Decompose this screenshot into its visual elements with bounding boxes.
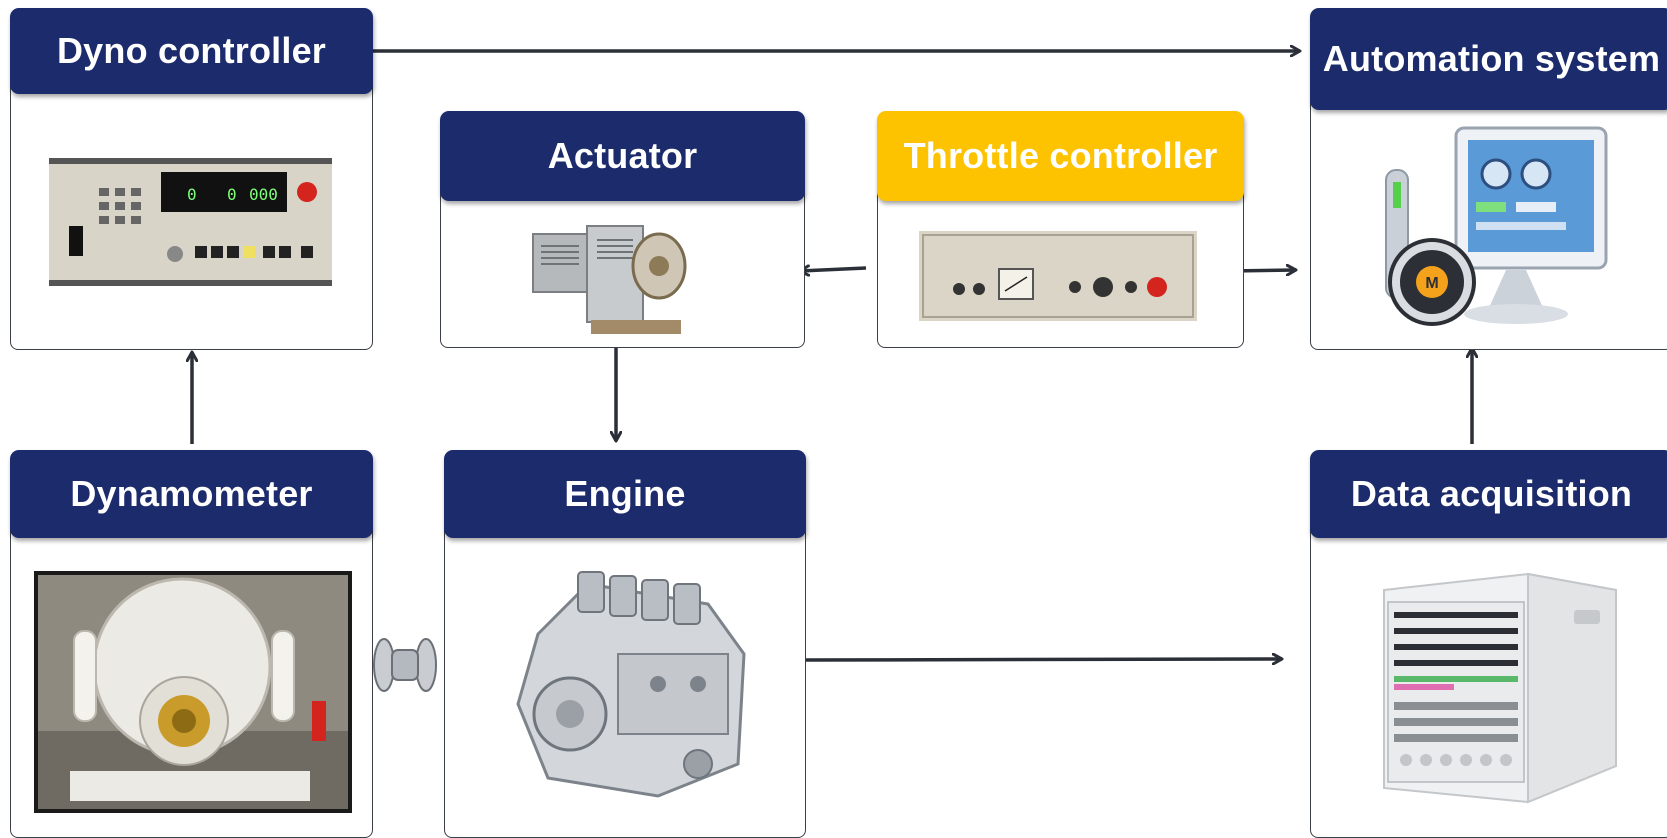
dyno-controller-title: Dyno controller bbox=[10, 8, 373, 94]
arrow-throttle-actuator bbox=[800, 268, 867, 271]
dynamometer-machine-image bbox=[34, 571, 352, 813]
daq-rack-image bbox=[1383, 572, 1617, 804]
engine-block-image bbox=[516, 571, 746, 798]
svg-text:M: M bbox=[1425, 275, 1438, 292]
computer-monitor-icon: M bbox=[1385, 126, 1608, 326]
actuator-unit-image bbox=[532, 225, 687, 334]
shaft-coupling-icon bbox=[373, 638, 437, 692]
svg-text:0: 0 bbox=[187, 185, 197, 204]
arrow-engine-daq bbox=[800, 659, 1282, 660]
dyno-controller-panel-image: 0 0 000 bbox=[49, 158, 332, 286]
engine-title: Engine bbox=[444, 450, 806, 538]
actuator-title: Actuator bbox=[440, 111, 805, 201]
throttle-controller-title: Throttle controller bbox=[877, 111, 1244, 201]
svg-text:0: 0 bbox=[227, 185, 237, 204]
automation-system-title: Automation system bbox=[1310, 8, 1667, 110]
throttle-controller-panel-image bbox=[919, 231, 1197, 321]
svg-text:000: 000 bbox=[249, 185, 278, 204]
dynamometer-title: Dynamometer bbox=[10, 450, 373, 538]
data-acquisition-title: Data acquisition bbox=[1310, 450, 1667, 538]
